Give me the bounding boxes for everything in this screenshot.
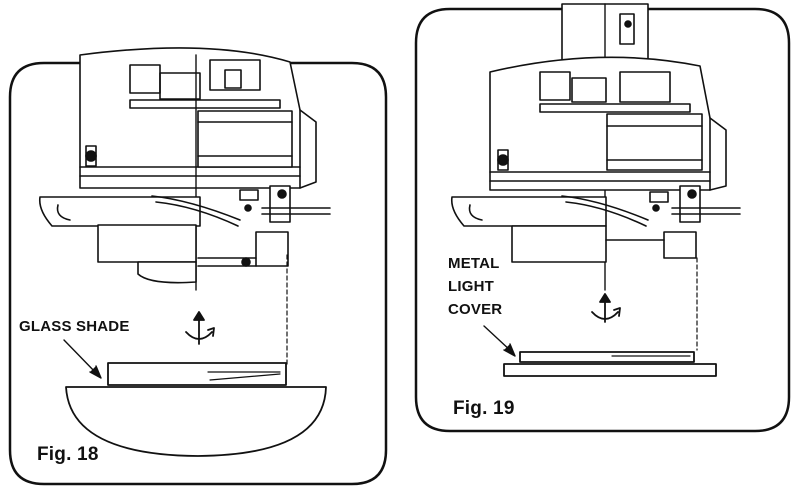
mounting-hardware [239, 185, 331, 223]
mounting-hardware-2 [649, 185, 741, 223]
metal-light-cover-label-line-2: LIGHT [448, 278, 494, 295]
glass-shade-label: GLASS SHADE [19, 318, 130, 335]
metal-cover-pointer [483, 325, 516, 357]
rotate-arrow-icon [185, 311, 215, 345]
switch-housing-2 [511, 225, 697, 263]
metal-light-cover [503, 351, 717, 377]
figure-18-frame [8, 61, 388, 486]
fan-motor-housing-2 [489, 56, 727, 191]
fan-motor-housing [79, 47, 317, 291]
metal-light-cover-label-line-1: METAL [448, 255, 500, 272]
figure-18-panel [8, 47, 388, 486]
fan-blade-arm-2 [450, 195, 649, 227]
figure-18-caption: Fig. 18 [37, 444, 99, 465]
glass-shade-pointer [63, 339, 102, 379]
fan-blade-arm [38, 195, 241, 227]
switch-housing [97, 224, 289, 284]
rotate-arrow-icon-2 [591, 293, 621, 323]
figure-19-frame [414, 7, 791, 433]
figure-19-panel [414, 3, 791, 433]
figure-19-caption: Fig. 19 [453, 398, 515, 419]
glass-shade [65, 362, 327, 457]
metal-light-cover-label-line-3: COVER [448, 301, 503, 318]
